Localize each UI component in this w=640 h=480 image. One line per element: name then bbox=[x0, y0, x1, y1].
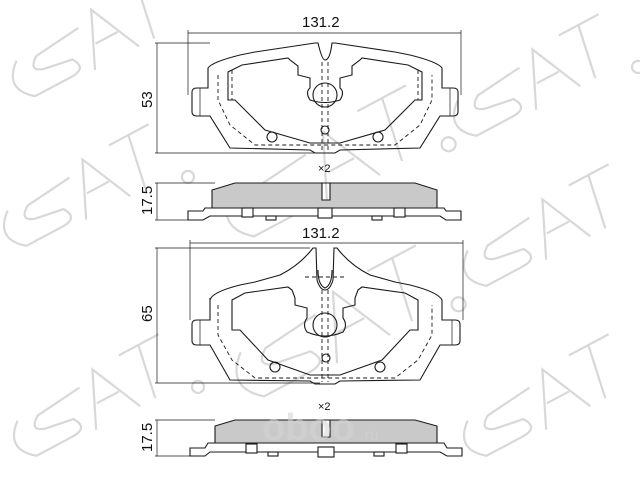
pad-1-front-view: 131.2 53 bbox=[139, 14, 462, 154]
backing-plate-outline bbox=[191, 42, 459, 154]
height-label: 53 bbox=[139, 91, 156, 108]
center-pin-hole bbox=[312, 312, 338, 338]
sat-watermark-top-right bbox=[452, 13, 640, 137]
width-label: 131.2 bbox=[302, 14, 340, 31]
sat-watermark-lower-center bbox=[235, 244, 467, 398]
sat-watermark-bottom-left bbox=[12, 333, 206, 457]
height-label: 65 bbox=[139, 305, 156, 322]
quantity-label: ×2 bbox=[318, 163, 331, 175]
friction-outline bbox=[231, 286, 419, 376]
thickness-label: 17.5 bbox=[139, 186, 156, 215]
center-pin-hole bbox=[312, 82, 338, 108]
small-hole-center bbox=[320, 125, 330, 135]
small-hole-left bbox=[269, 361, 281, 373]
friction-material bbox=[211, 182, 438, 209]
sat-watermark-top-left bbox=[11, 0, 158, 98]
sat-watermark-mid-left bbox=[2, 123, 196, 247]
quantity-label: ×2 bbox=[318, 401, 331, 413]
center-slot bbox=[317, 269, 333, 289]
friction-hidden-edge bbox=[217, 305, 433, 379]
friction-outline bbox=[227, 57, 423, 144]
pad-1-side-view: ×2 17.5 bbox=[139, 163, 462, 221]
backing-plate-outline bbox=[191, 247, 461, 385]
friction-hidden-edge bbox=[217, 75, 433, 146]
small-hole-left bbox=[266, 131, 278, 143]
thickness-label: 17.5 bbox=[139, 423, 156, 452]
width-label: 131.2 bbox=[302, 225, 340, 242]
sat-watermark-mid-right bbox=[462, 163, 610, 287]
site-watermark: oboo .ru bbox=[262, 407, 379, 449]
pad-2-side-view: ×2 17.5 bbox=[139, 401, 463, 458]
small-hole-right bbox=[374, 361, 386, 373]
site-watermark-suffix: .ru bbox=[360, 427, 379, 444]
small-hole-center bbox=[321, 353, 331, 363]
small-hole-right bbox=[372, 131, 384, 143]
sat-watermark-bottom-right bbox=[462, 333, 610, 457]
pad-2-front-view: 131.2 65 bbox=[139, 225, 464, 385]
site-watermark-name: oboo bbox=[262, 407, 355, 449]
